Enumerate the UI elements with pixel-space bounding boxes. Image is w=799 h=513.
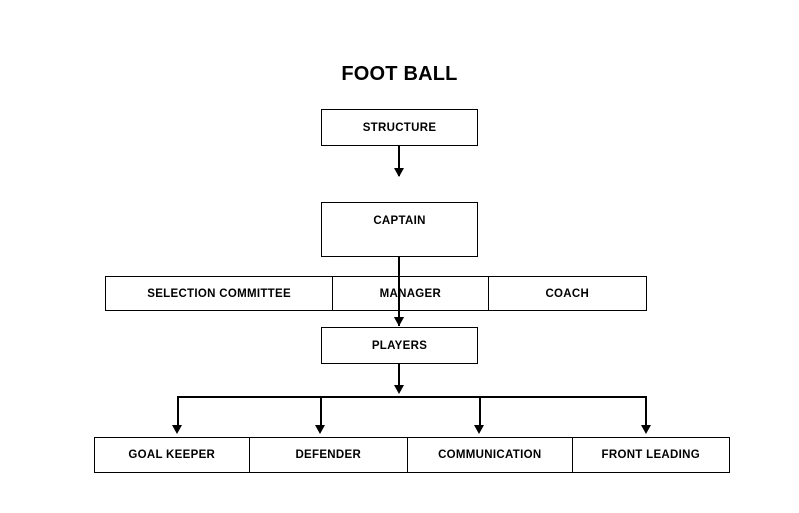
arrowhead-players-to-roles <box>393 385 404 394</box>
roles-row: GOAL KEEPER DEFENDER COMMUNICATION FRONT… <box>94 437 730 473</box>
diagram-title: FOOT BALL <box>341 63 458 85</box>
arrowhead-captain-to-players-overlay <box>393 317 404 326</box>
staff-cell-selection-committee-label: SELECTION COMMITTEE <box>147 287 291 300</box>
roles-cell-communication[interactable]: COMMUNICATION <box>408 438 573 472</box>
node-structure[interactable]: STRUCTURE <box>321 109 478 146</box>
staff-row: SELECTION COMMITTEE MANAGER COACH <box>105 276 647 311</box>
roles-cell-front-leading-label: FRONT LEADING <box>601 449 700 461</box>
connector-branch-front-leading <box>645 396 647 428</box>
staff-cell-manager-label: MANAGER <box>379 287 442 300</box>
roles-cell-defender-label: DEFENDER <box>295 449 362 461</box>
roles-distribution-bar <box>177 396 647 398</box>
connector-captain-to-players-overlay <box>398 276 400 326</box>
roles-cell-goal-keeper-label: GOAL KEEPER <box>128 449 216 461</box>
node-structure-label: STRUCTURE <box>362 121 437 134</box>
arrowhead-structure-to-captain <box>393 168 404 177</box>
connector-players-to-roles <box>398 364 400 390</box>
connector-branch-communication <box>479 396 481 428</box>
arrowhead-branch-front-leading <box>640 425 651 434</box>
staff-cell-manager[interactable]: MANAGER <box>333 277 489 310</box>
roles-cell-front-leading[interactable]: FRONT LEADING <box>573 438 730 472</box>
arrowhead-branch-goal-keeper <box>172 425 183 434</box>
arrowhead-branch-defender <box>315 425 326 434</box>
node-captain[interactable]: CAPTAIN <box>321 202 478 257</box>
connector-branch-defender <box>320 396 322 428</box>
node-players[interactable]: PLAYERS <box>321 327 478 364</box>
node-players-label: PLAYERS <box>371 339 428 352</box>
roles-cell-goal-keeper[interactable]: GOAL KEEPER <box>95 438 250 472</box>
connector-branch-goal-keeper <box>177 396 179 428</box>
arrowhead-branch-communication <box>474 425 485 434</box>
roles-cell-defender[interactable]: DEFENDER <box>250 438 409 472</box>
connector-structure-to-captain <box>398 146 400 176</box>
node-captain-label: CAPTAIN <box>373 215 426 227</box>
staff-cell-coach-label: COACH <box>545 287 590 300</box>
staff-cell-coach[interactable]: COACH <box>489 277 646 310</box>
roles-cell-communication-label: COMMUNICATION <box>438 449 542 461</box>
staff-cell-selection-committee[interactable]: SELECTION COMMITTEE <box>106 277 334 310</box>
